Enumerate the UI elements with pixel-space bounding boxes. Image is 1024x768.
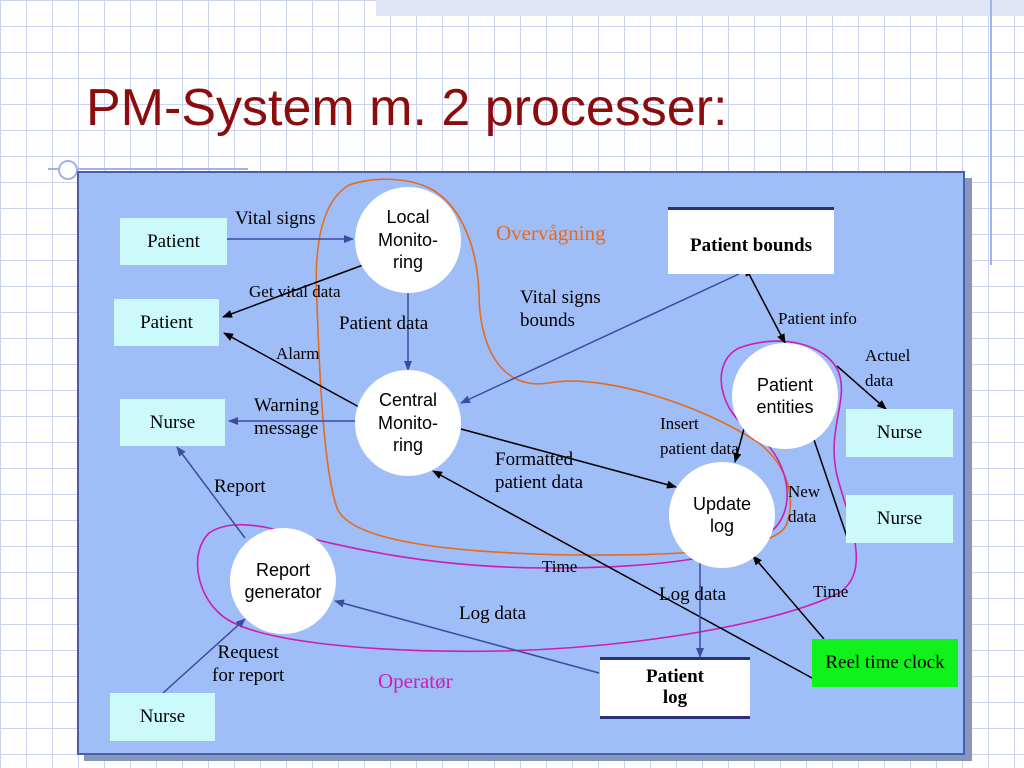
- entity-patient-1: Patient: [120, 218, 227, 265]
- store-top-line: [600, 657, 750, 660]
- store-patient-bounds: Patient bounds: [668, 207, 834, 274]
- entity-nurse-2: Nurse: [846, 409, 953, 457]
- edge-log-data-report: [334, 599, 600, 674]
- flow-label-vital-signs-bounds: Vital signs bounds: [520, 287, 601, 331]
- entity-reel-time-clock: Reel time clock: [812, 639, 958, 687]
- store-patient-log: Patient log: [600, 657, 750, 719]
- edge-report: [176, 446, 246, 539]
- store-top-line: [668, 207, 834, 210]
- edge-time-update-log: [752, 555, 825, 640]
- process-report-generator: Report generator: [230, 528, 336, 634]
- edge-vital-signs-bounds: [460, 273, 740, 404]
- entity-patient-2: Patient: [114, 299, 219, 346]
- process-patient-entities: Patient entities: [732, 343, 838, 449]
- flow-label-log-data-2: Log data: [459, 603, 527, 624]
- process-central-monitoring-label: Central Monito- ring: [377, 390, 439, 456]
- edge-alarm: [223, 332, 360, 408]
- process-local-monitoring: Local Monito- ring: [355, 187, 461, 293]
- right-decoration-line: [990, 0, 992, 265]
- operatoer-boundary: [196, 340, 858, 653]
- process-local-monitoring-label: Local Monito- ring: [377, 207, 439, 273]
- flow-label-get-vital-data: Get vital data: [249, 282, 341, 301]
- edge-get-vital-data: [222, 264, 364, 318]
- entity-nurse-4: Nurse: [110, 693, 215, 741]
- diagram-edges: [162, 178, 887, 694]
- flow-label-report: Report: [214, 476, 266, 497]
- store-patient-log-label: Patient log: [645, 666, 705, 708]
- edge-formatted-patient-data: [460, 428, 677, 489]
- flow-label-formatted-patient-data: Formatted patient data: [495, 449, 584, 493]
- edge-patient-info: [744, 266, 786, 344]
- edge-actuel-data: [836, 365, 887, 410]
- edge-new-data: [810, 430, 848, 538]
- flow-label-patient-info: Patient info: [778, 309, 857, 328]
- process-update-log-label: Update log: [692, 493, 752, 537]
- process-update-log: Update log: [669, 462, 775, 568]
- edge-insert-patient-data: [733, 424, 746, 463]
- flow-label-actuel-data: Actuel data: [865, 346, 911, 390]
- flow-label-new-data: New data: [788, 482, 821, 526]
- process-patient-entities-label: Patient entities: [756, 374, 814, 418]
- store-patient-bounds-label: Patient bounds: [690, 235, 812, 257]
- entity-nurse-3: Nurse: [846, 495, 953, 543]
- flow-label-time-1: Time: [542, 557, 578, 576]
- flow-label-time-2: Time: [813, 582, 849, 601]
- entity-nurse-1: Nurse: [120, 399, 225, 446]
- flow-label-alarm: Alarm: [276, 344, 320, 363]
- diagram-panel: Patient Patient Nurse Nurse Nurse Nurse …: [77, 171, 965, 755]
- flow-label-warning-message: Warning message: [254, 395, 319, 439]
- slide-title: PM-System m. 2 processer:: [86, 79, 728, 137]
- group-label-overvaagning: Overvågning: [496, 221, 606, 245]
- group-label-operatoer: Operatør: [378, 669, 453, 693]
- process-report-generator-label: Report generator: [244, 559, 322, 603]
- edge-time-central: [432, 470, 813, 679]
- edge-request-for-report: [162, 618, 246, 694]
- flow-label-vital-signs: Vital signs: [235, 208, 316, 229]
- store-bottom-line: [600, 716, 750, 719]
- process-central-monitoring: Central Monito- ring: [355, 370, 461, 476]
- top-decoration-band: [376, 0, 1024, 16]
- flow-label-request-for-report: Request for report: [212, 642, 285, 686]
- flow-label-log-data-1: Log data: [659, 584, 727, 605]
- overvaagning-boundary: [315, 178, 792, 556]
- flow-label-insert-patient-data: Insert patient data: [660, 414, 739, 458]
- flow-label-patient-data: Patient data: [339, 313, 429, 334]
- title-underline: [48, 168, 248, 170]
- decoration-circle: [58, 160, 78, 180]
